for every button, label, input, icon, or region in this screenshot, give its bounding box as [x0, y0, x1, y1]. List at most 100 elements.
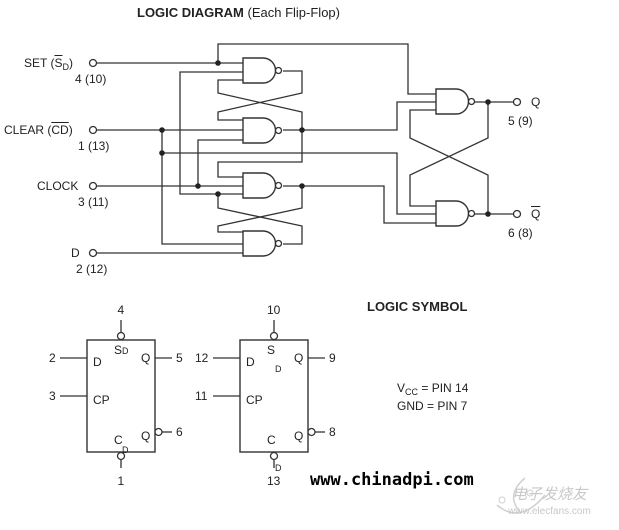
- watermark-logo-url: www.elecfans.com: [508, 506, 591, 517]
- vcc-note: VCC = PIN 14: [397, 381, 469, 397]
- label-q: Q: [294, 351, 304, 365]
- qbar-label: Q: [531, 207, 541, 221]
- wire: [197, 139, 243, 186]
- junction-dot: [299, 183, 305, 189]
- wire: [283, 101, 436, 131]
- terminal-circle: [512, 97, 522, 107]
- q-pins: 5 (9): [508, 114, 533, 128]
- pin-q-number: 9: [329, 351, 336, 365]
- d-pins: 2 (12): [76, 262, 108, 276]
- label-d: D: [246, 355, 255, 369]
- pin-d-number: 2: [49, 351, 56, 365]
- inversion-bubble: [467, 209, 476, 218]
- label-qbar: Q: [294, 429, 304, 443]
- qbar-bubble: [154, 427, 163, 437]
- set-label: SET (SD): [24, 56, 73, 72]
- diagram-title: LOGIC DIAGRAM (Each Flip-Flop): [137, 6, 340, 19]
- clear-bubble: [269, 451, 279, 461]
- set-pins: 4 (10): [75, 72, 107, 86]
- junction-dot: [485, 211, 491, 217]
- pin-cp-number: 11: [195, 389, 208, 403]
- wire: [409, 109, 489, 214]
- inversion-bubble: [467, 97, 476, 106]
- set-bar: S: [54, 56, 63, 70]
- wire: [217, 130, 303, 178]
- pin-cp-number: 3: [49, 389, 56, 403]
- set-close: ): [68, 56, 73, 70]
- wire: [161, 130, 243, 245]
- terminal-circle: [88, 125, 98, 135]
- qbar-bubble: [307, 427, 316, 437]
- clear-label: CLEAR (CD): [4, 124, 73, 136]
- pin-qbar-number: 6: [176, 425, 183, 439]
- pin-qbar-number: 8: [329, 425, 336, 439]
- q-label: Q: [531, 95, 541, 109]
- label-sd-sub: D: [275, 364, 282, 374]
- watermark-site: www.chinadpi.com: [310, 470, 474, 490]
- watermark-logo-cn: 电子发烧友: [512, 486, 588, 503]
- junction-dot: [159, 127, 165, 133]
- label-cd: C: [267, 433, 276, 447]
- wire: [162, 152, 436, 215]
- qbar-pins: 6 (8): [508, 226, 533, 240]
- inversion-bubble: [274, 239, 283, 248]
- label-sd: S: [114, 343, 123, 357]
- label-cp: CP: [246, 393, 263, 407]
- label-q: Q: [141, 351, 151, 365]
- set-sub: D: [62, 62, 69, 72]
- inversion-bubble: [274, 66, 283, 75]
- pin-cd-number: 1: [117, 474, 125, 488]
- wire: [217, 186, 303, 233]
- junction-dot: [195, 183, 201, 189]
- logic-symbol-title: LOGIC SYMBOL: [367, 299, 468, 314]
- junction-dot: [215, 60, 221, 66]
- vcc-v: V: [397, 381, 406, 395]
- vcc-rest: = PIN 14: [418, 381, 469, 395]
- junction-dot: [159, 150, 165, 156]
- pin-sd-number: 10: [267, 303, 281, 317]
- gnd-note: GND = PIN 7: [397, 399, 468, 413]
- junction-dot: [215, 191, 221, 197]
- wire: [179, 71, 243, 195]
- pin-q-number: 5: [176, 351, 183, 365]
- label-qbar: Q: [141, 429, 151, 443]
- terminal-circle: [512, 209, 522, 219]
- clock-pins: 3 (11): [78, 195, 109, 209]
- label-cd-sub: D: [122, 445, 129, 455]
- wire: [217, 194, 303, 245]
- title-bold: LOGIC DIAGRAM: [137, 5, 244, 20]
- label-d: D: [93, 355, 102, 369]
- inversion-bubble: [274, 126, 283, 135]
- clear-bubble: [116, 451, 126, 461]
- clear-close: ): [68, 123, 73, 137]
- clear-label-text: CLEAR (: [4, 123, 52, 137]
- terminal-circle: [88, 248, 98, 258]
- vcc-sub: CC: [405, 387, 419, 397]
- title-rest: (Each Flip-Flop): [247, 5, 340, 20]
- terminal-circle: [88, 181, 98, 191]
- label-sd-sub: D: [122, 346, 129, 356]
- set-label-text: SET (: [24, 56, 55, 70]
- wire: [283, 185, 436, 224]
- terminal-circle: [88, 58, 98, 68]
- wire: [217, 43, 436, 95]
- set-bubble: [269, 331, 279, 341]
- junction-dot: [485, 99, 491, 105]
- label-cd: C: [114, 433, 123, 447]
- clear-pins: 1 (13): [78, 139, 110, 153]
- pin-cd-number: 13: [267, 474, 281, 488]
- wire: [217, 79, 303, 130]
- junction-dot: [299, 127, 305, 133]
- inversion-bubble: [274, 181, 283, 190]
- label-cd-sub: D: [275, 463, 282, 473]
- label-cp: CP: [93, 393, 110, 407]
- pin-sd-number: 4: [117, 303, 125, 317]
- wire: [409, 102, 489, 207]
- clock-label: CLOCK: [37, 179, 79, 193]
- d-label: D: [71, 246, 80, 260]
